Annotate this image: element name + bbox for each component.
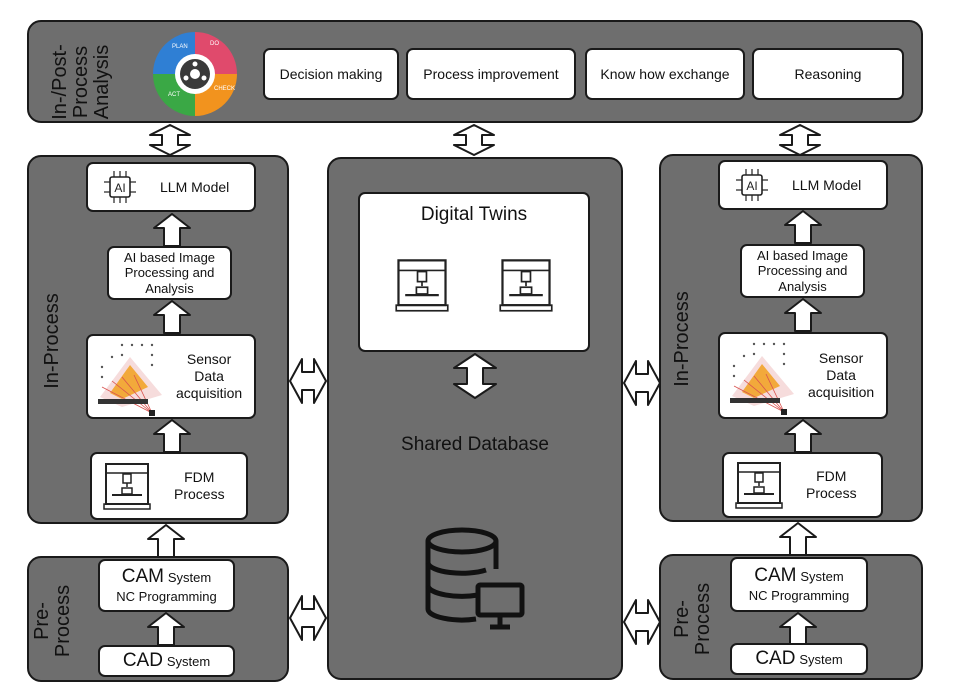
digital-twin-printer-icon-2	[499, 259, 553, 312]
left-sensor-box: Sensor Data acquisition	[86, 334, 256, 419]
left-arrow-fdm-to-sensor	[153, 419, 191, 453]
pdca-do-text: DO	[210, 41, 219, 47]
laser-scan-icon	[98, 343, 162, 416]
right-cam-box: CAM System NC Programming	[730, 557, 868, 612]
right-arrow-sensor-to-image	[784, 298, 822, 332]
center-top-double-arrow	[453, 124, 495, 156]
right-arrow-cam-to-fdm	[779, 522, 817, 556]
pdca-act-text: ACT	[168, 92, 180, 98]
right-arrow-cad-to-cam	[779, 612, 817, 646]
right-llm-model-box: AI LLM Model	[718, 160, 888, 210]
right-cad-box: CAD System	[730, 643, 868, 675]
left-pre-process-to-db-arrow	[289, 595, 327, 641]
pdca-plan-text: PLAN	[172, 44, 188, 50]
right-in-process-label: In-Process	[671, 291, 693, 387]
right-fdm-box: FDM Process	[722, 452, 883, 518]
right-pre-process-to-db-arrow	[623, 599, 661, 645]
left-arrow-cad-to-cam	[147, 612, 185, 646]
know-how-exchange-box: Know how exchange	[585, 48, 745, 100]
post-process-label: In-/Post- Process Analysis	[49, 44, 113, 120]
3d-printer-icon	[103, 463, 151, 510]
digital-twins-title: Digital Twins	[420, 204, 528, 225]
ai-chip-icon: AI	[736, 169, 768, 201]
right-in-process-to-db-arrow	[623, 360, 661, 406]
right-arrow-fdm-to-sensor	[784, 419, 822, 453]
left-fdm-box: FDM Process	[90, 452, 248, 520]
left-in-process-to-db-arrow	[289, 358, 327, 404]
left-fdm-text: FDM Process	[174, 469, 225, 502]
digital-twin-printer-icon-1	[395, 259, 449, 312]
left-top-double-arrow	[149, 124, 191, 156]
left-cam-box: CAM System NC Programming	[98, 559, 235, 612]
right-sensor-box: Sensor Data acquisition	[718, 332, 888, 419]
svg-text:AI: AI	[114, 181, 125, 195]
digital-twins-box: Digital Twins	[358, 192, 590, 352]
decision-making-box: Decision making	[263, 48, 399, 100]
left-in-process-label: In-Process	[41, 293, 63, 389]
process-improvement-box: Process improvement	[406, 48, 576, 100]
reasoning-box: Reasoning	[752, 48, 904, 100]
left-image-processing-box: AI based Image Processing and Analysis	[107, 246, 232, 300]
left-llm-model-box: AI LLM Model	[86, 162, 256, 212]
ai-chip-icon: AI	[104, 171, 136, 203]
left-pre-process-label: Pre- Process	[31, 584, 74, 658]
left-sensor-text: Sensor Data acquisition	[176, 351, 243, 401]
pdca-check-text: CHECK	[214, 86, 235, 92]
right-arrow-image-to-llm	[784, 210, 822, 244]
database-monitor-icon	[425, 527, 525, 630]
right-image-processing-box: AI based Image Processing and Analysis	[740, 244, 865, 298]
right-pre-process-label: Pre- Process	[671, 582, 714, 656]
right-fdm-text: FDM Process	[806, 468, 857, 501]
left-cad-box: CAD System	[98, 645, 235, 677]
center-vertical-double-arrow	[453, 353, 497, 399]
3d-printer-icon	[735, 462, 783, 509]
svg-text:AI: AI	[746, 179, 757, 193]
pdca-cycle-icon: PLAN DO CHECK ACT	[153, 32, 237, 116]
right-sensor-text: Sensor Data acquisition	[808, 350, 875, 400]
left-arrow-image-to-llm	[153, 213, 191, 247]
laser-scan-icon	[730, 342, 794, 415]
right-top-double-arrow	[779, 124, 821, 156]
shared-database-label: Shared Database	[401, 434, 549, 455]
left-arrow-cam-to-fdm	[147, 524, 185, 558]
left-arrow-sensor-to-image	[153, 300, 191, 334]
